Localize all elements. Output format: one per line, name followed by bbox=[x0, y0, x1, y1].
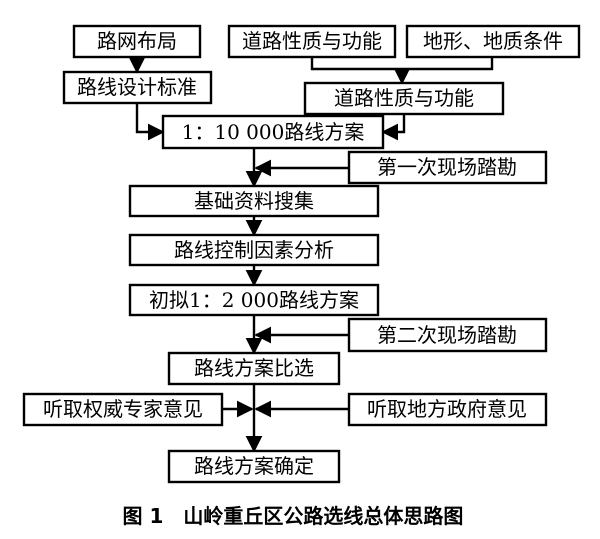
node-route-plan-2000-label: 初拟1：2 000路线方案 bbox=[149, 288, 359, 312]
node-data-collection-label: 基础资料搜集 bbox=[194, 189, 314, 213]
node-road-function-a: 道路性质与功能 bbox=[227, 24, 397, 59]
node-government-opinion-label: 听取地方政府意见 bbox=[367, 397, 527, 421]
node-final-route-label: 路线方案确定 bbox=[194, 454, 314, 478]
edge-top-sources-merge bbox=[310, 57, 494, 71]
edge-function-b-to-plan10000 bbox=[381, 114, 406, 141]
figure-caption: 图 1 山岭重丘区公路选线总体思路图 bbox=[123, 504, 464, 528]
node-comparison: 路线方案比选 bbox=[167, 351, 341, 386]
node-expert-opinion: 听取权威专家意见 bbox=[22, 392, 224, 427]
node-terrain-geology-label: 地形、地质条件 bbox=[423, 29, 563, 53]
node-data-collection: 基础资料搜集 bbox=[128, 184, 380, 218]
node-road-network: 路网布局 bbox=[72, 24, 202, 59]
node-route-plan-2000: 初拟1：2 000路线方案 bbox=[128, 283, 380, 317]
node-road-network-label: 路网布局 bbox=[97, 29, 177, 53]
edge-standard-to-plan10000 bbox=[135, 103, 165, 141]
node-design-standard: 路线设计标准 bbox=[62, 70, 213, 105]
connectors bbox=[128, 56, 494, 453]
node-route-plan-10000: 1：10 000路线方案 bbox=[161, 114, 385, 150]
node-route-plan-10000-label: 1：10 000路线方案 bbox=[182, 120, 365, 144]
node-survey-1-label: 第一次现场踏勘 bbox=[377, 155, 517, 179]
node-survey-2: 第二次现场踏勘 bbox=[347, 317, 548, 353]
node-comparison-label: 路线方案比选 bbox=[194, 356, 314, 380]
node-terrain-geology: 地形、地质条件 bbox=[405, 24, 581, 59]
node-design-standard-label: 路线设计标准 bbox=[77, 75, 197, 99]
node-survey-2-label: 第二次现场踏勘 bbox=[377, 323, 517, 347]
node-road-function-b-label: 道路性质与功能 bbox=[334, 86, 474, 110]
node-road-function-a-label: 道路性质与功能 bbox=[242, 29, 382, 53]
node-control-factors-label: 路线控制因素分析 bbox=[174, 238, 334, 262]
node-government-opinion: 听取地方政府意见 bbox=[347, 392, 548, 427]
node-final-route: 路线方案确定 bbox=[167, 449, 341, 484]
node-road-function-b: 道路性质与功能 bbox=[303, 81, 505, 116]
node-survey-1: 第一次现场踏勘 bbox=[347, 150, 548, 185]
node-control-factors: 路线控制因素分析 bbox=[128, 233, 380, 267]
node-expert-opinion-label: 听取权威专家意见 bbox=[43, 397, 203, 421]
